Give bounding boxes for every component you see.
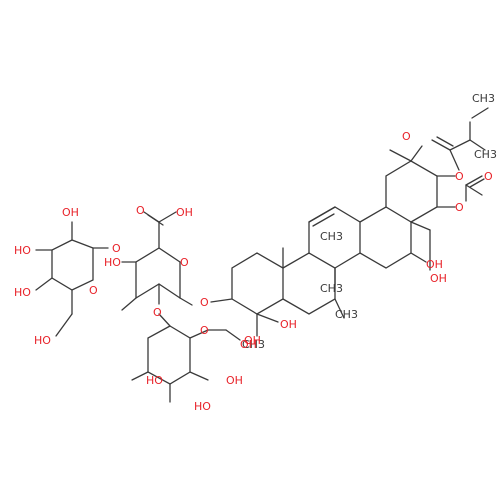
label-ch3-top: CH3 [472, 92, 495, 105]
glucose-ring [35, 221, 109, 337]
label-gal-oh4: OH [226, 374, 243, 387]
label-glc-ring-o: O [89, 284, 98, 297]
label-gal-oh3: HO [194, 400, 211, 413]
label-ester-ring-o: O [455, 170, 464, 183]
label-cooh-oh: OH [176, 206, 193, 219]
label-oh-c16: OH [426, 258, 443, 271]
label-glca-oh3: HO [104, 256, 121, 269]
label-ch3-c14: CH3 [320, 230, 343, 243]
label-glycoside-o: O [200, 296, 209, 309]
label-glc-oh6: HO [34, 334, 51, 347]
label-ch3-top2: CH3 [474, 148, 497, 161]
label-oh-c23: OH [280, 318, 297, 331]
label-gal-oh6: OH [244, 334, 261, 347]
label-acetyl-o: O [484, 170, 493, 183]
label-glc-oh2: OH [62, 206, 79, 219]
glucuronic-acid-ring [121, 211, 193, 311]
label-oh-c28: OH [430, 272, 447, 285]
aglycone-skeleton [210, 107, 489, 337]
label-glc-oh4: HO [14, 286, 31, 299]
label-glca-ring-o: O [180, 256, 189, 269]
label-ch3-c24: CH3 [242, 338, 265, 351]
label-cooh-o: O [136, 204, 145, 217]
label-gal-ring-o: O [200, 324, 209, 337]
label-ch3-c10: CH3 [335, 308, 358, 321]
label-oh-c24: OH [240, 338, 257, 351]
label-glca-o2: O [153, 306, 162, 319]
label-ch3-c8: CH3 [320, 282, 343, 295]
galactose-ring [131, 313, 241, 403]
label-glca-o4: O [112, 242, 121, 255]
label-gal-oh2: HO [146, 374, 163, 387]
label-acetyl-ring-o: O [455, 201, 464, 214]
label-glc-oh3: HO [14, 244, 31, 257]
atom-labels: CH3 CH3 O O O O OH OH CH3 CH3 CH3 OH CH3… [14, 92, 497, 413]
label-ester-o: O [402, 130, 411, 143]
